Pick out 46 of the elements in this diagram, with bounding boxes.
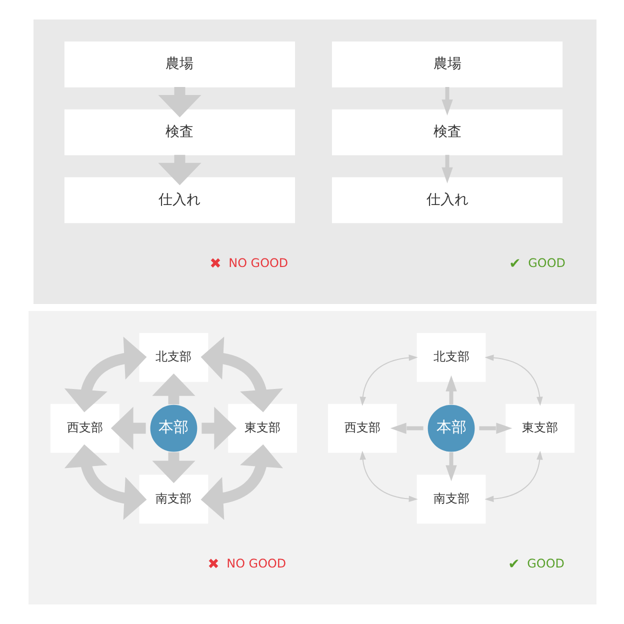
arrow bbox=[441, 87, 452, 116]
arrow bbox=[445, 452, 456, 482]
node-circle: 本部 bbox=[427, 404, 474, 452]
arrow bbox=[390, 422, 423, 434]
node-box: 東支部 bbox=[228, 404, 297, 453]
arrow bbox=[158, 87, 201, 118]
arrow bbox=[484, 450, 542, 502]
label: GOOD bbox=[526, 556, 564, 571]
label: ✔ bbox=[508, 256, 520, 272]
node-circle: 本部 bbox=[150, 404, 197, 452]
arrow bbox=[152, 452, 195, 484]
arrow bbox=[441, 154, 452, 184]
label: NO GOOD bbox=[228, 256, 288, 270]
node-box: 農場 bbox=[64, 41, 295, 88]
node-box: 東支部 bbox=[505, 404, 574, 453]
node-box: 仕入れ bbox=[64, 177, 295, 224]
label: NO GOOD bbox=[226, 556, 286, 571]
node-box: 南支部 bbox=[138, 474, 208, 524]
cluster bbox=[28, 311, 596, 604]
arrow bbox=[484, 354, 542, 406]
arrow bbox=[152, 373, 195, 404]
arrow bbox=[110, 406, 146, 450]
arrow bbox=[64, 336, 146, 412]
node-box: 検査 bbox=[331, 109, 562, 156]
arrow bbox=[445, 375, 456, 404]
arrow bbox=[359, 450, 418, 502]
arrow bbox=[359, 354, 418, 406]
node-box: 西支部 bbox=[50, 404, 119, 453]
arrow bbox=[200, 336, 283, 412]
arrow bbox=[201, 406, 236, 450]
arrow bbox=[478, 422, 512, 434]
label: ✖ bbox=[209, 256, 221, 272]
label: ✔ bbox=[508, 556, 520, 572]
node-box: 南支部 bbox=[416, 474, 486, 524]
node-box: 仕入れ bbox=[331, 177, 562, 224]
cluster bbox=[32, 20, 596, 304]
label: GOOD bbox=[528, 256, 565, 270]
node-box: 農場 bbox=[331, 41, 562, 88]
label: ✖ bbox=[207, 556, 219, 572]
arrow bbox=[64, 444, 146, 520]
node-box: 西支部 bbox=[327, 404, 396, 453]
node-box: 北支部 bbox=[138, 332, 208, 382]
arrow bbox=[200, 444, 283, 520]
node-box: 検査 bbox=[64, 109, 295, 156]
arrow bbox=[158, 154, 201, 186]
node-box: 北支部 bbox=[416, 332, 486, 382]
